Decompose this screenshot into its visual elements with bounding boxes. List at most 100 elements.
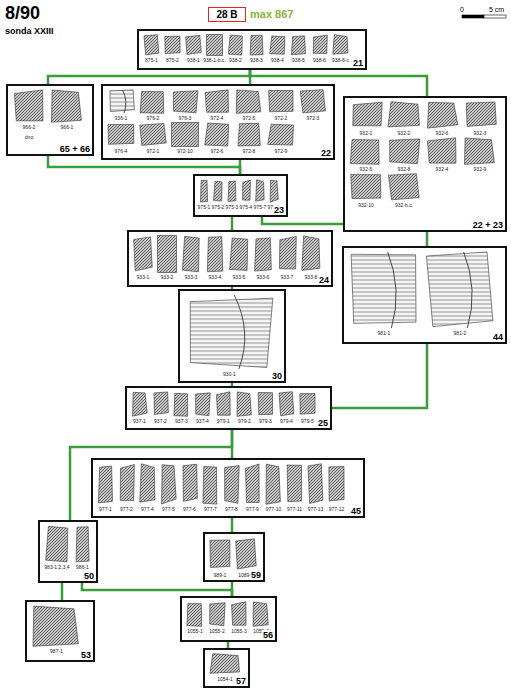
sherd-number: 930-1 <box>223 371 236 377</box>
sherd-outline <box>158 236 177 273</box>
sherd-outline <box>52 90 82 122</box>
sherd-drawing <box>180 234 202 274</box>
sherd-drawing <box>198 178 210 204</box>
sherd-drawing <box>205 33 224 57</box>
sherd-outline <box>426 252 492 327</box>
sherd-outline <box>76 527 89 562</box>
context-box: 989-11089-159 <box>203 532 265 582</box>
sherd-item: 979-5 <box>297 390 318 424</box>
sherd-number: 977-6 <box>183 506 196 512</box>
sherd-outline <box>427 138 456 163</box>
sherd-drawing <box>106 88 136 115</box>
sherd-drawing <box>151 390 170 418</box>
sherd-drawing <box>424 136 460 166</box>
sherd-item: 932-3 <box>461 100 499 136</box>
sherd-number: 981-1 <box>378 330 391 336</box>
sherd-drawing <box>11 88 47 124</box>
sherd-drawing <box>49 88 85 124</box>
sherd-drawing <box>106 121 136 148</box>
sherd-drawing <box>30 604 83 648</box>
sherd-drawing <box>289 33 308 57</box>
sherd-drawing <box>306 462 325 506</box>
sherd-number: 989-1 <box>214 572 227 578</box>
sherd-drawing <box>348 100 384 130</box>
sherd-item: 937-3 <box>171 390 192 424</box>
sherd-number: 976-4 <box>115 148 128 154</box>
sherd-item: 937-2 <box>150 390 171 424</box>
sherd-item: 981-2 <box>422 250 498 336</box>
sherd-drawing <box>300 234 322 274</box>
sherd-outline <box>253 602 268 626</box>
context-box: 933-1933-2933-3933-4933-5933-6933-7933-8… <box>127 230 333 287</box>
sherd-drawing <box>251 600 271 628</box>
sherd-item: 938-3 <box>246 33 267 63</box>
sherd-drawing <box>243 462 262 506</box>
context-box: 987-153 <box>25 600 95 662</box>
sherd-item: 938-6 <box>309 33 330 63</box>
stratigraphic-link <box>231 217 234 230</box>
sherd-outline <box>353 102 382 126</box>
sherd-number: 987-1 <box>50 648 63 654</box>
sherd-outline <box>266 464 280 504</box>
sherd-item: 979-2 <box>234 390 255 424</box>
sherd-number: 875-2 <box>166 57 179 63</box>
sherd-outline <box>258 392 272 414</box>
sherd-grid: 936-1976-2976-3972-4972-5972-2972-3976-4… <box>105 88 331 154</box>
sherd-outline <box>465 138 495 164</box>
sherd-number: 972-5 <box>243 115 256 121</box>
sherd-outline <box>388 174 419 200</box>
sherd-item: 979-1 <box>213 390 234 424</box>
sherd-outline <box>428 102 458 128</box>
context-number: 30 <box>271 371 283 381</box>
sherd-drawing <box>462 136 498 166</box>
sherd-drawing <box>347 250 421 330</box>
sherd-outline <box>173 91 198 113</box>
sherd-outline <box>237 392 251 416</box>
sherd-drawing <box>386 172 422 202</box>
sherd-drawing <box>423 250 497 330</box>
sherd-drawing <box>222 462 241 506</box>
sherd-item: 987-1 <box>29 604 84 654</box>
context-number: 24 <box>318 275 330 285</box>
sherd-number: 938-5 <box>292 57 305 63</box>
context-number: 59 <box>250 570 262 580</box>
sherd-grid: 937-1937-2937-3937-4979-1979-2979-3979-4… <box>129 390 328 424</box>
sherd-drawing <box>348 136 384 166</box>
sherd-drawing <box>138 88 168 115</box>
sherd-outline <box>255 238 272 271</box>
sherd-number: 932-6 <box>436 130 449 136</box>
sherd-item: 986-1 <box>72 524 93 570</box>
sherd-outline <box>217 392 231 415</box>
sherd-outline <box>269 90 294 111</box>
sherd-drawing <box>184 33 203 57</box>
sherd-number: 938-6 <box>313 57 326 63</box>
sherd-outline <box>165 36 180 53</box>
sherd-outline <box>230 238 248 270</box>
vessel-profile <box>123 90 126 113</box>
sherd-drawing <box>247 33 266 57</box>
sherd-outline <box>256 180 264 201</box>
sherd-outline <box>280 236 297 269</box>
sherd-outline <box>291 36 305 55</box>
sherd-number: 972-4 <box>211 115 224 121</box>
sherd-number: 932-b.c. <box>395 202 413 208</box>
sherd-item: 977-5 <box>158 462 179 512</box>
stratigraphic-link <box>48 70 250 84</box>
sherd-outline <box>243 180 251 200</box>
sherd-drawing <box>202 88 232 115</box>
sherd-item: 972-2 <box>265 88 297 121</box>
sherd-number: 972-6 <box>211 148 224 154</box>
sherd-number: 932-2 <box>398 130 411 136</box>
sherd-outline <box>174 393 188 416</box>
sherd-number: 972-2 <box>275 115 288 121</box>
sherd-number: 1055-3 <box>231 628 247 634</box>
sherd-outline <box>390 139 420 164</box>
sherd-drawing <box>212 178 224 204</box>
sherd-number: 977-5 <box>162 506 175 512</box>
sherd-item: 977-4 <box>137 462 158 512</box>
context-box: 966-2966-1dno65 + 66 <box>6 84 94 156</box>
sherd-number: 932-9 <box>474 166 487 172</box>
context-box: 1055-11055-21055-31055-456 <box>180 596 277 642</box>
sherd-drawing <box>73 524 92 564</box>
